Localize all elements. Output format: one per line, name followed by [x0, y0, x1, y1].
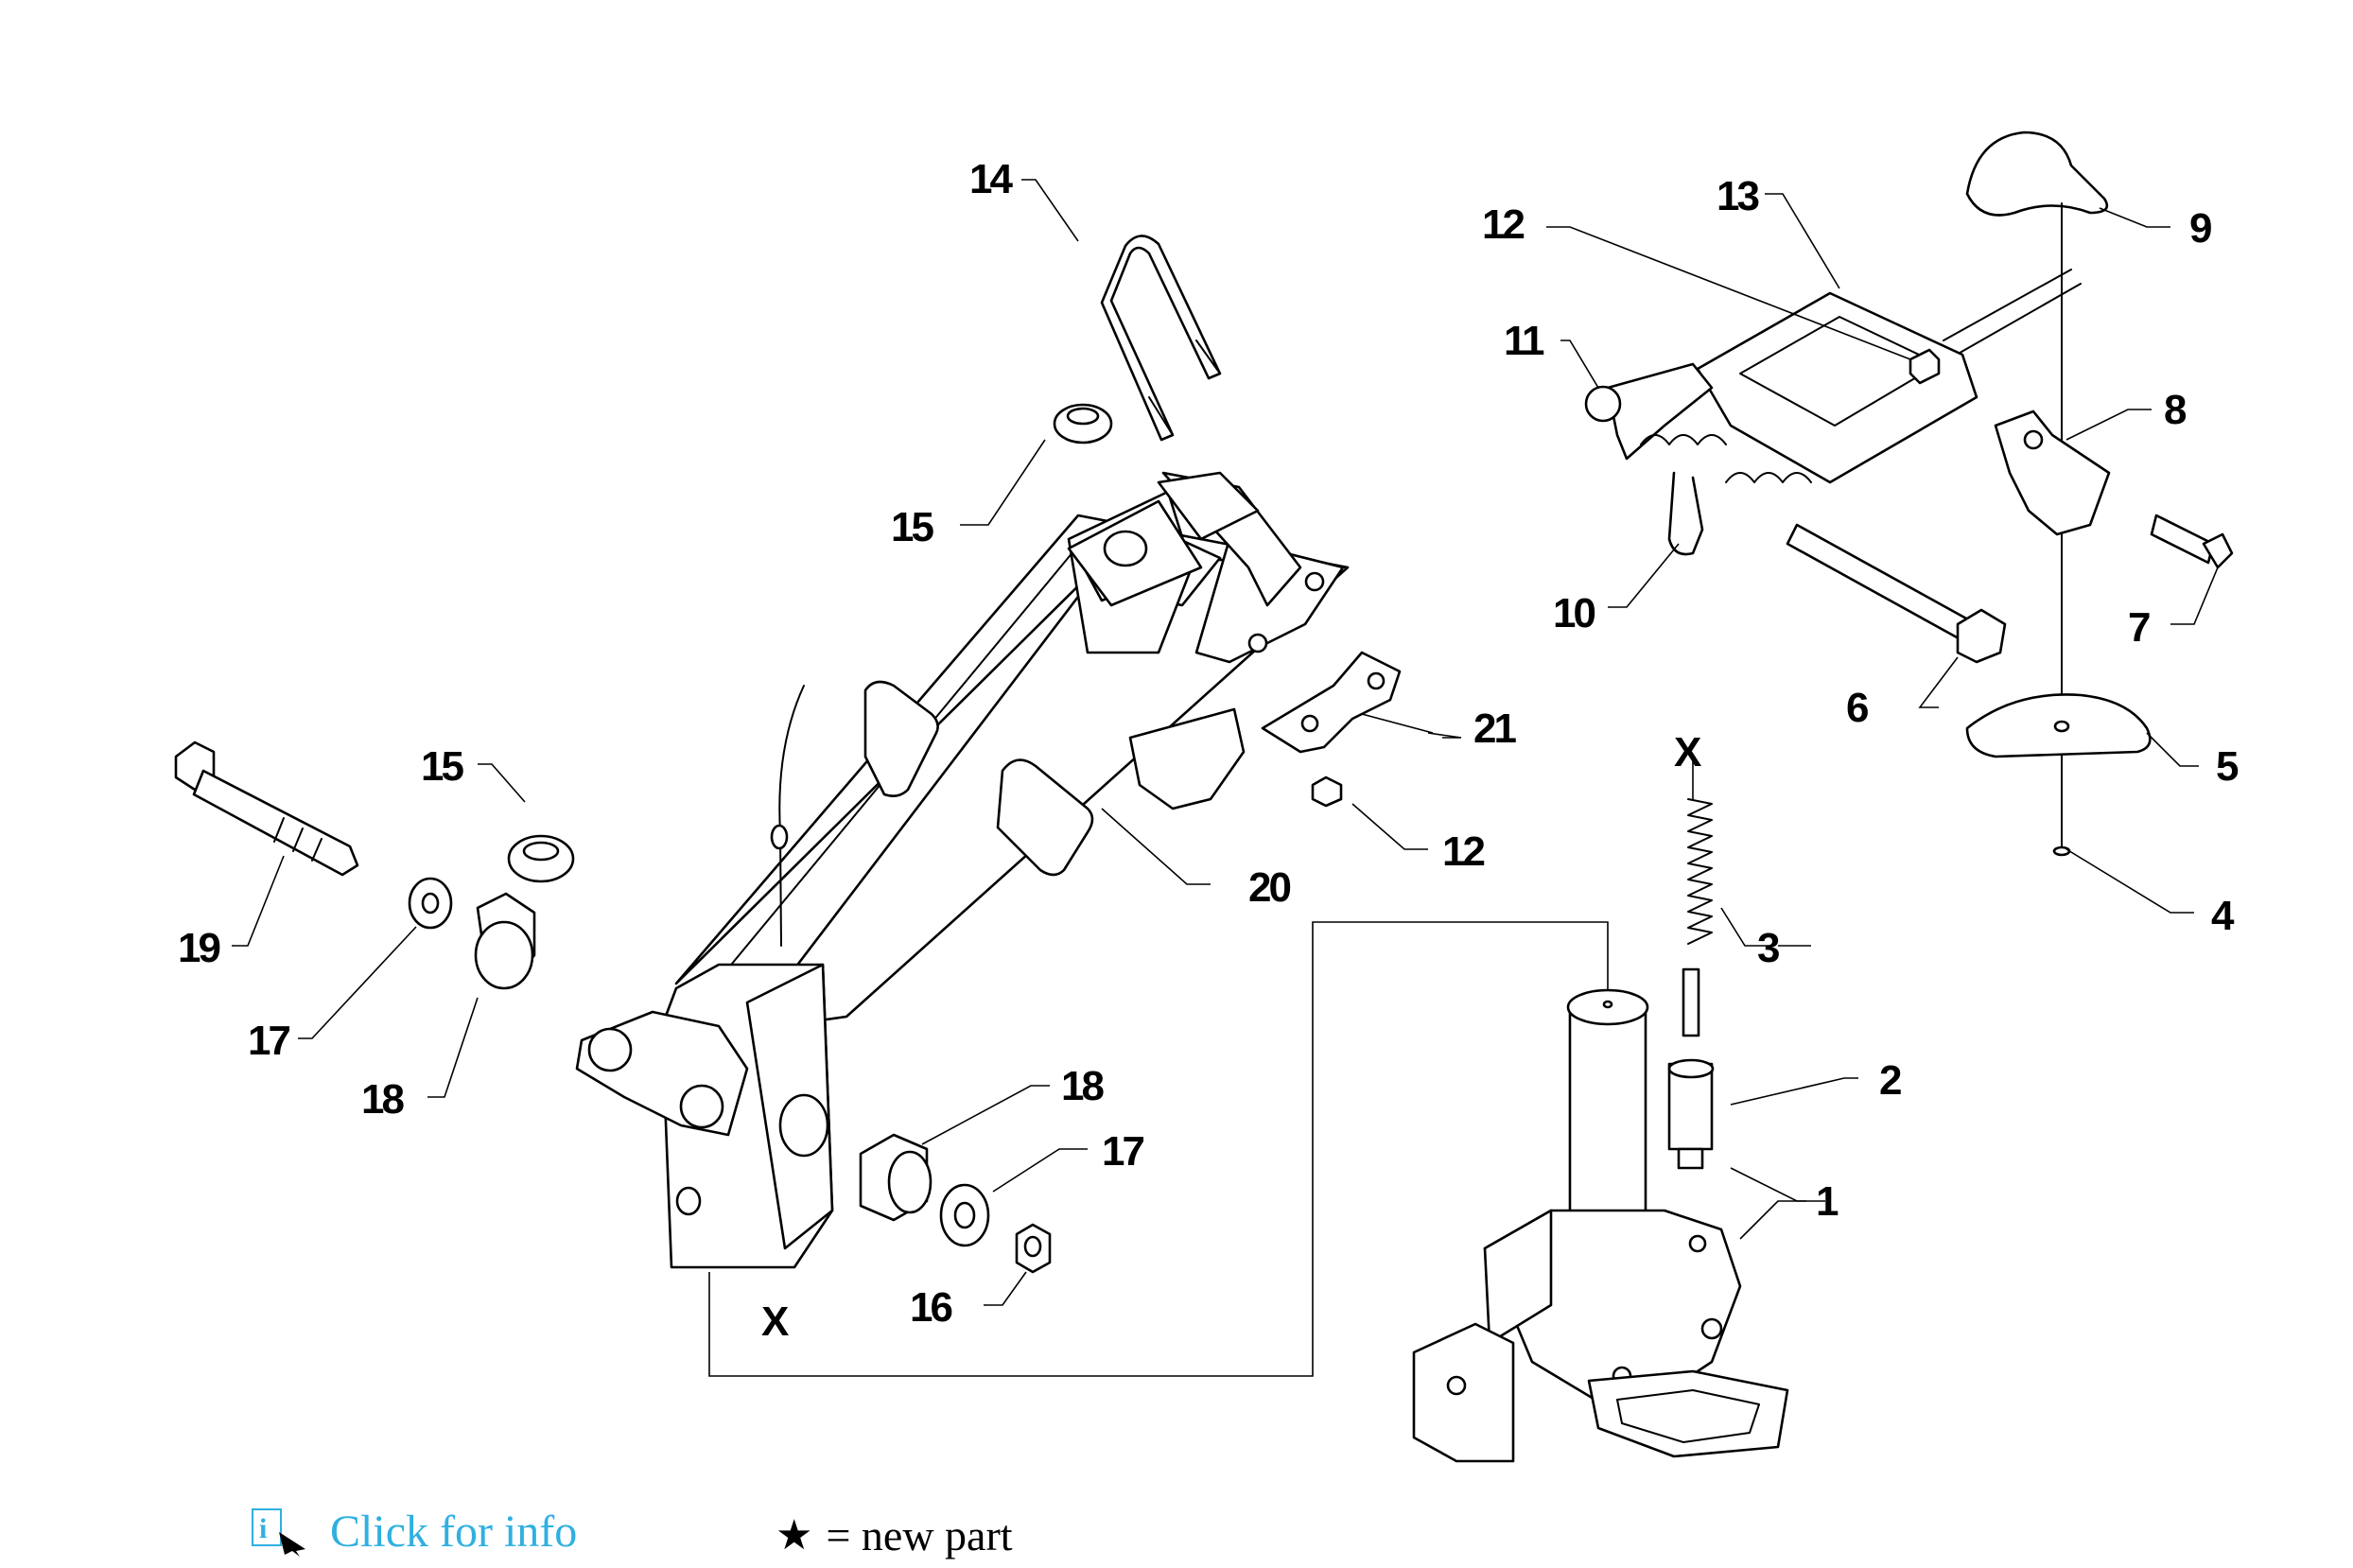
callout-3: 3 — [1757, 925, 1779, 971]
svg-text:i: i — [259, 1513, 267, 1544]
callout-x-bottom: X — [761, 1298, 789, 1345]
callout-18-right: 18 — [1061, 1063, 1104, 1109]
saddle-block — [1067, 499, 1203, 607]
leader-lines — [232, 179, 2219, 1306]
info-link[interactable]: i Click for info — [251, 1506, 577, 1558]
clip-and-nut — [1261, 651, 1402, 808]
new-part-legend: ★ = new part — [776, 1510, 1013, 1560]
legend-text: = new part — [826, 1511, 1013, 1559]
callout-2: 2 — [1879, 1057, 1901, 1104]
callout-5: 5 — [2216, 743, 2239, 790]
callout-1: 1 — [1816, 1178, 1839, 1225]
callout-17-left: 17 — [248, 1018, 289, 1064]
drawbar-tube — [674, 471, 1350, 1033]
grommets — [507, 403, 1113, 883]
star-icon: ★ — [776, 1512, 813, 1559]
u-bolt — [1100, 235, 1222, 442]
tube-handles — [863, 680, 1094, 877]
callout-x-top: X — [1674, 729, 1701, 775]
info-pointer-icon[interactable]: i — [251, 1507, 309, 1557]
info-link-text[interactable]: Click for info — [330, 1507, 578, 1557]
callout-15-left: 15 — [421, 743, 463, 790]
callout-12-top: 12 — [1482, 201, 1524, 248]
handle-assembly — [1584, 269, 2082, 664]
callout-4: 4 — [2211, 893, 2235, 939]
callout-19: 19 — [178, 925, 219, 971]
left-washer-spacer — [408, 877, 536, 990]
callout-11: 11 — [1504, 318, 1544, 364]
callout-18-left: 18 — [361, 1076, 404, 1123]
callout-21: 21 — [1473, 706, 1516, 752]
right-spacer-washer-nut — [859, 1133, 1052, 1274]
jack-post — [1412, 988, 1789, 1463]
hitch-head — [575, 963, 834, 1269]
callout-17-right: 17 — [1102, 1128, 1143, 1175]
callout-16: 16 — [910, 1284, 951, 1331]
callout-13: 13 — [1717, 173, 1758, 219]
callout-9: 9 — [2189, 205, 2211, 252]
callout-6: 6 — [1846, 685, 1868, 731]
lever-parts — [1965, 131, 2234, 857]
bolt-19 — [174, 740, 359, 877]
callout-8: 8 — [2164, 387, 2187, 433]
callout-12-mid: 12 — [1442, 828, 1484, 875]
callout-14: 14 — [969, 156, 1013, 202]
callout-15-top: 15 — [891, 504, 933, 550]
spring-and-pin — [1667, 798, 1715, 1170]
callout-20: 20 — [1248, 864, 1290, 911]
callout-10: 10 — [1553, 590, 1595, 636]
callout-7: 7 — [2128, 604, 2150, 651]
